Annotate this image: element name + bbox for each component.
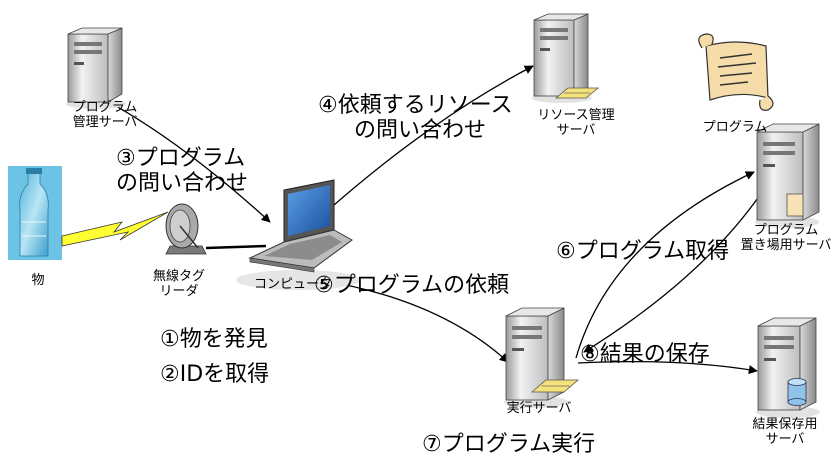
step-1-label: ①物を発見 [160,327,268,352]
program-mgmt-server-icon [66,27,126,109]
program-storage-server-label-line1: プログラム [753,223,819,238]
wireless-reader-label-line2: リーダ [159,283,199,299]
step-4-label-line1: ④依頼するリソース [318,93,513,118]
result-server-label-line2: サーバ [765,431,805,447]
resource-mgmt-server-label-line1: リソース管理 [537,108,615,123]
resource-mgmt-server-label-line2: サーバ [556,122,596,138]
object-label: 物 [31,273,45,288]
execution-server-icon [504,307,580,408]
wireless-signal-icon [61,211,169,247]
program-storage-server-label: プログラム 置き場用サーバ [733,223,839,254]
computer-label: コンピュータ [253,277,332,292]
program-storage-server-label-line2: 置き場用サーバ [740,237,832,253]
step-7-label: ⑦プログラム実行 [422,432,596,457]
arrow-execution-storage-a [575,171,755,359]
step-4-label: ④依頼するリソース の問い合わせ [318,93,513,144]
step-6-label: ⑥プログラム取得 [556,239,730,264]
arrow-computer-program-mgmt [99,96,271,223]
resource-mgmt-server-label: リソース管理 サーバ [526,108,626,139]
program-storage-server-icon [755,123,820,228]
result-server-label-line1: 結果保存用 [752,417,818,432]
program-mgmt-server-label-line2: 管理サーバ [72,114,138,130]
step-2-label: ②IDを取得 [160,362,270,387]
wireless-reader-label-line1: 無線タグ [152,269,205,284]
result-server-icon [756,317,820,418]
result-server-label: 結果保存用 サーバ [735,417,835,448]
arrow-computer-resource-mgmt [325,65,534,213]
laptop-icon [236,179,360,290]
step-3-label-line1: ③プログラム [116,146,246,171]
arrow-execution-result [577,360,758,375]
program-mgmt-server-label: プログラム 管理サーバ [60,100,150,131]
resource-mgmt-server-icon [532,13,600,103]
program-doc-label: プログラム [702,120,768,135]
keyboard-icon [530,379,580,393]
reader-computer-cable [205,244,267,250]
program-scroll-icon [698,33,774,111]
keyboard-icon [554,87,600,99]
bottle-image [8,166,62,260]
step-3-label-line2: の問い合わせ [116,171,249,197]
step-8-label: ⑧結果の保存 [580,342,710,367]
database-icon [787,378,807,406]
execution-server-label: 実行サーバ [506,401,572,416]
step-4-label-line2: の問い合わせ [354,118,487,144]
step-3-label: ③プログラム の問い合わせ [116,146,248,197]
step-5-label: ⑤プログラムの依頼 [314,273,510,298]
arrow-execution-storage-b [583,194,761,353]
program-mgmt-server-label-line1: プログラム [72,100,138,115]
wireless-reader-label: 無線タグ リーダ [144,269,214,300]
document-in-server-icon [786,193,804,217]
wireless-reader-icon [165,203,207,255]
